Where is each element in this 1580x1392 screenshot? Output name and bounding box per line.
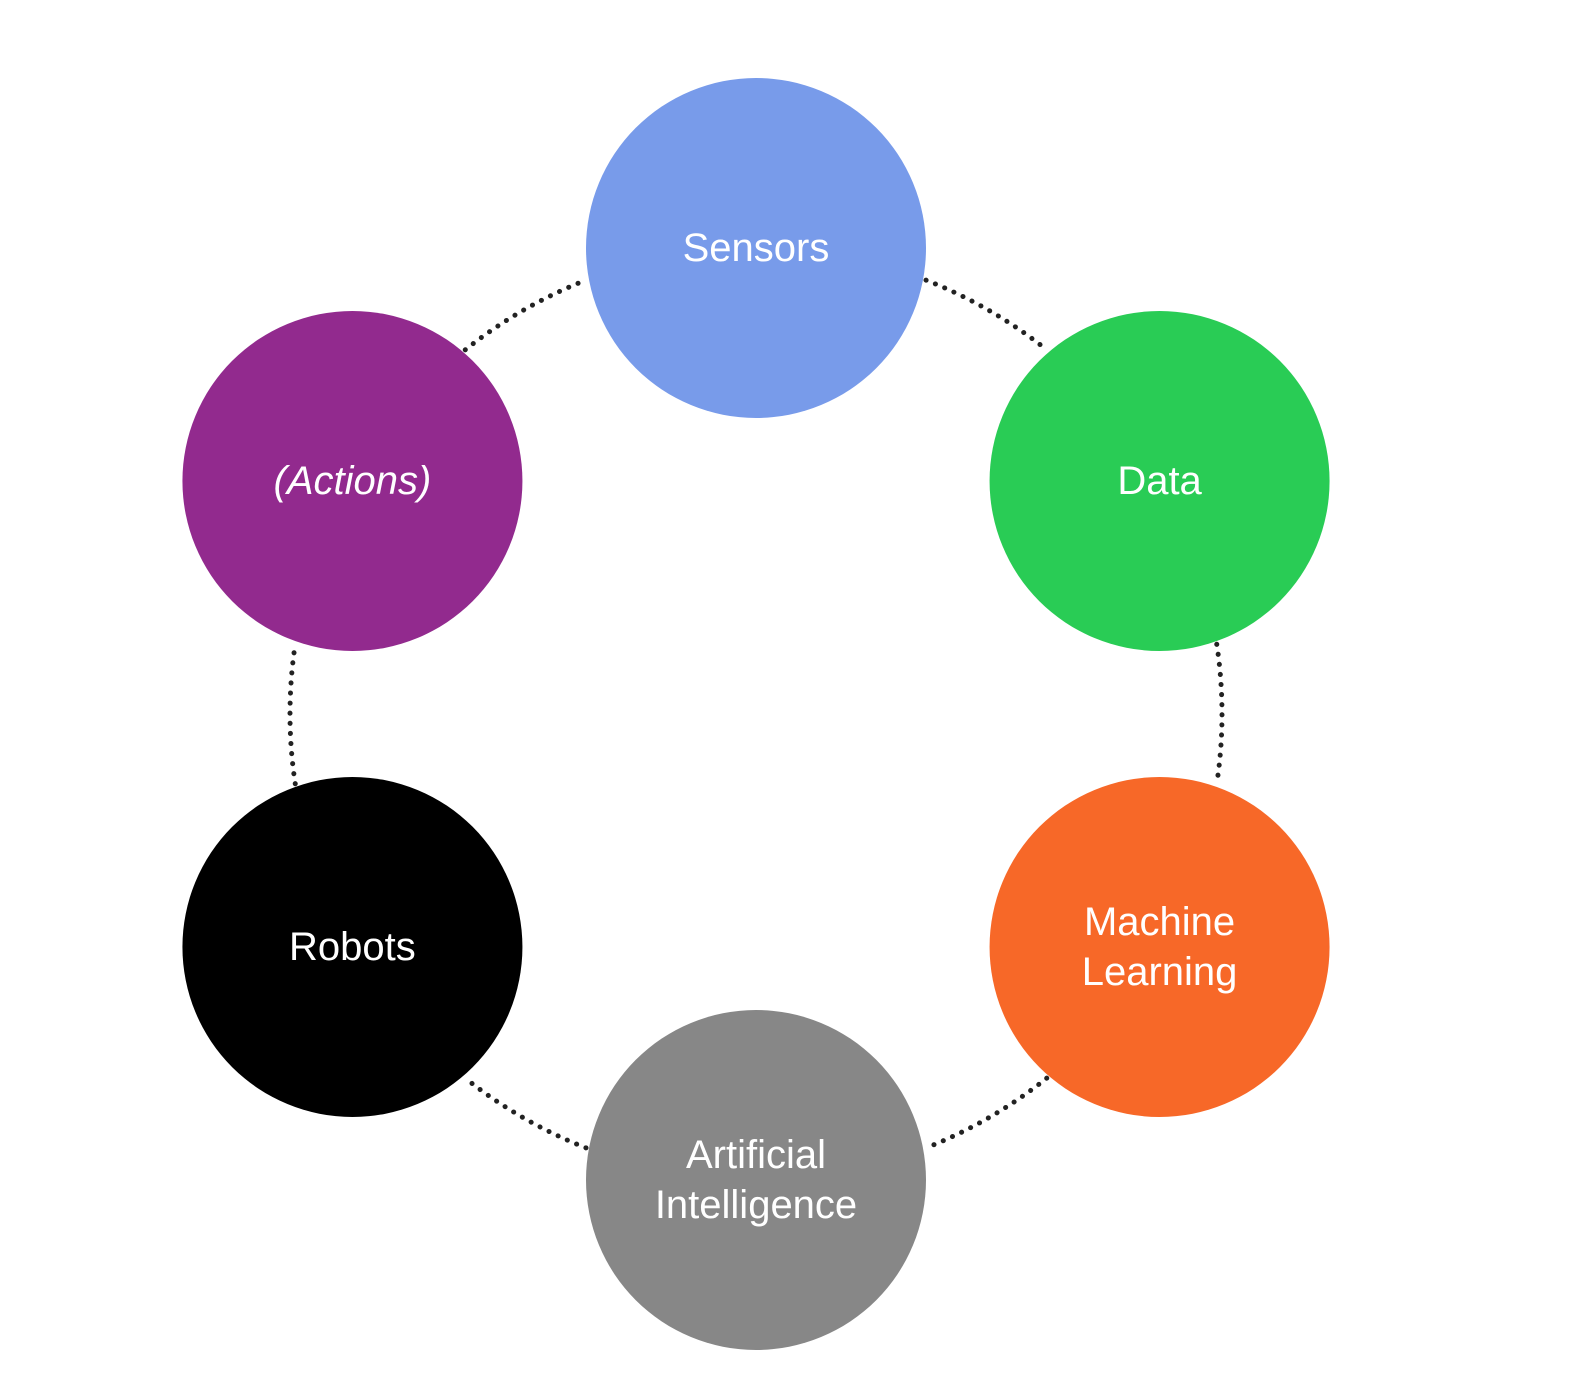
node-robots: Robots <box>182 777 523 1117</box>
node-label-artificial-intelligence: Intelligence <box>655 1183 857 1227</box>
node-label-machine-learning: Learning <box>1082 950 1238 994</box>
node-circle-robots <box>182 777 523 1117</box>
node-sensors: Sensors <box>586 78 926 418</box>
node-circle-actions <box>182 311 523 651</box>
connector-data-to-machine-learning <box>1214 641 1225 787</box>
connector-actions-to-sensors <box>462 277 589 353</box>
cycle-connectors <box>287 277 1225 1151</box>
node-label-data: Data <box>1117 459 1202 503</box>
cycle-nodes: SensorsDataMachineLearningArtificialInte… <box>182 78 1330 1350</box>
node-circle-data <box>989 311 1330 651</box>
connector-artificial-intelligence-to-robots <box>462 1075 589 1151</box>
node-label-robots: Robots <box>289 925 416 969</box>
connector-machine-learning-to-artificial-intelligence <box>923 1075 1050 1151</box>
node-circle-artificial-intelligence <box>586 1010 926 1350</box>
node-data: Data <box>989 311 1330 651</box>
node-label-machine-learning: Machine <box>1084 900 1235 944</box>
connector-sensors-to-data <box>923 277 1050 353</box>
connector-robots-to-actions <box>287 641 298 787</box>
node-label-sensors: Sensors <box>683 226 830 270</box>
node-actions: (Actions) <box>182 311 523 651</box>
node-label-artificial-intelligence: Artificial <box>686 1133 826 1177</box>
node-circle-machine-learning <box>989 777 1330 1117</box>
node-circle-sensors <box>586 78 926 418</box>
node-label-actions: (Actions) <box>274 459 432 503</box>
